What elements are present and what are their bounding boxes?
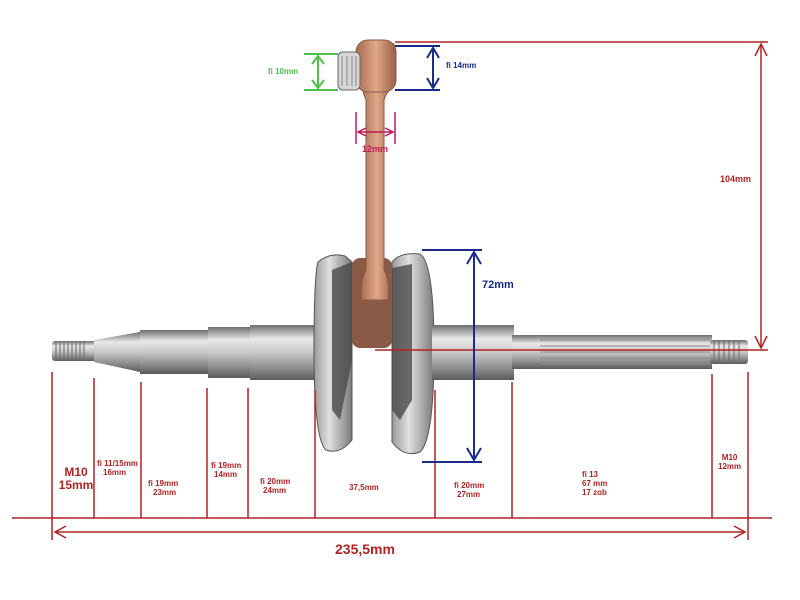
left-journal-1 xyxy=(140,330,208,374)
segment-label-7: fi 20mm 27mm xyxy=(454,481,484,499)
dimension-lines-green xyxy=(304,53,338,91)
segment-9-line1: M10 xyxy=(721,453,738,462)
crankshaft-part xyxy=(52,39,748,455)
segment-7-line2: 27mm xyxy=(457,490,481,499)
left-taper xyxy=(94,332,140,372)
segment-2-line2: 16mm xyxy=(103,468,127,477)
dimension-lines-magenta xyxy=(355,112,396,144)
segment-3-line2: 23mm xyxy=(153,488,177,497)
segment-1-line2: 15mm xyxy=(58,478,94,492)
segment-4-line2: 14mm xyxy=(214,470,238,479)
label-rod-width: 12mm xyxy=(362,144,389,154)
segment-2-line1: fi 11/15mm xyxy=(97,459,138,468)
segment-3-line1: fi 19mm xyxy=(148,479,179,488)
segment-8-line3: 17 zob xyxy=(582,488,607,497)
label-pin-diameter: fi 10mm xyxy=(268,67,299,76)
segment-5-line1: fi 20mm xyxy=(260,477,291,486)
label-height-104: 104mm xyxy=(720,174,752,184)
segment-label-3: fi 19mm 23mm xyxy=(148,479,178,497)
dimension-lines-red xyxy=(12,41,772,540)
connecting-rod xyxy=(359,41,395,301)
segment-6-line1: 37,5mm xyxy=(349,483,379,492)
segment-label-4: fi 19mm 14mm xyxy=(211,461,241,479)
left-thread xyxy=(52,341,96,361)
segment-8-line2: 67 mm xyxy=(582,479,608,488)
label-small-end: fi 14mm xyxy=(446,61,477,70)
label-stroke: 72mm xyxy=(482,279,514,291)
segment-1-line1: M10 xyxy=(64,465,88,479)
label-total-length: 235,5mm xyxy=(335,541,395,557)
segment-7-line1: fi 20mm xyxy=(454,481,485,490)
segment-label-6: 37,5mm xyxy=(349,483,379,492)
segment-label-5: fi 20mm 24mm xyxy=(260,477,290,495)
left-journal-2 xyxy=(208,327,250,378)
segment-label-8: fi 13 67 mm 17 zob xyxy=(582,470,607,497)
segment-label-2: fi 11/15mm 16mm xyxy=(97,459,138,477)
segment-4-line1: fi 19mm xyxy=(211,461,242,470)
dimension-lines-blue xyxy=(395,45,482,463)
left-journal-3 xyxy=(250,325,320,380)
segment-9-line2: 12mm xyxy=(718,462,742,471)
segment-label-9: M10 12mm xyxy=(718,453,741,471)
segment-label-1: M10 15mm xyxy=(58,466,94,492)
segment-8-line1: fi 13 xyxy=(582,470,599,479)
needle-cage xyxy=(337,51,361,91)
segment-5-line2: 24mm xyxy=(263,486,287,495)
